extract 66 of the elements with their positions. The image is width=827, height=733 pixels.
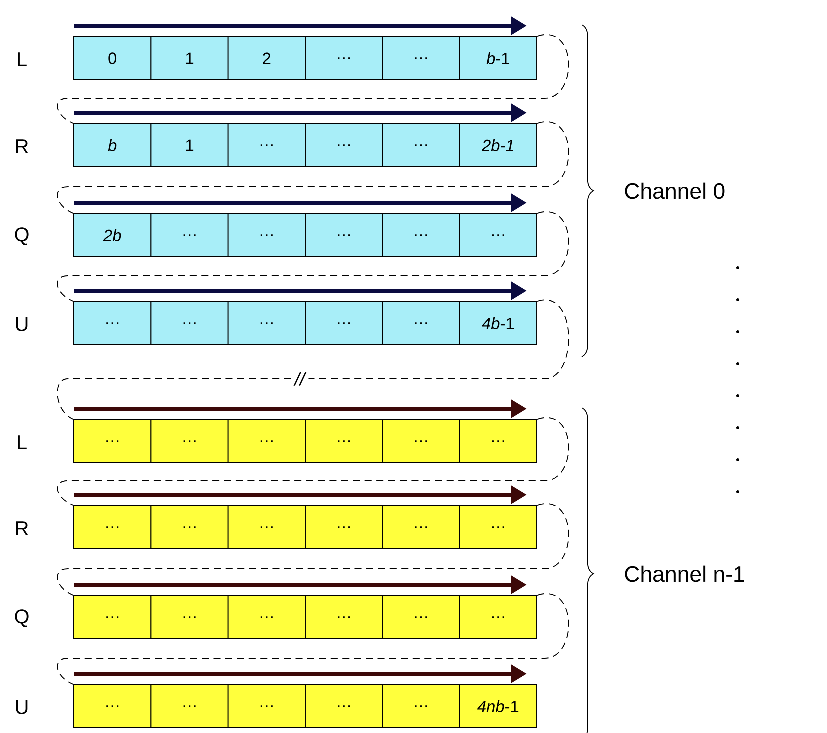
memory-cell: … [150, 684, 229, 728]
memory-cell: … [305, 506, 384, 550]
memory-cell: … [382, 684, 460, 728]
memory-cell: … [305, 124, 384, 168]
memory-cell: … [382, 302, 460, 346]
memory-cell: … [305, 214, 384, 258]
memory-cell: … [305, 684, 384, 728]
row-label: Q [15, 228, 29, 246]
memory-cell: … [150, 506, 229, 550]
memory-cell: … [459, 506, 538, 550]
memory-cell: 4nb-1 [459, 684, 538, 728]
memory-cell: … [305, 302, 384, 346]
dashed-connector [57, 503, 570, 596]
memory-cell: 4b-1 [459, 302, 538, 346]
memory-cell: … [382, 596, 460, 640]
dashed-connector [57, 121, 570, 214]
memory-cell: … [150, 420, 229, 464]
memory-cell: 0 [74, 36, 152, 80]
memory-cell: … [150, 596, 229, 640]
memory-cell: … [228, 214, 306, 258]
memory-cell: … [305, 420, 384, 464]
memory-cell: … [74, 302, 152, 346]
dashed-connector [57, 34, 570, 124]
memory-cell: … [382, 506, 460, 550]
memory-cell: … [228, 596, 306, 640]
memory-cell: … [74, 420, 152, 464]
row-label: U [16, 318, 28, 332]
memory-cell: … [382, 124, 460, 168]
memory-cell: … [228, 124, 306, 168]
memory-cell: … [228, 302, 306, 346]
dashed-connector [57, 211, 570, 302]
memory-cell: … [305, 36, 384, 80]
row-label: R [16, 140, 28, 154]
row-label: L [18, 436, 27, 450]
memory-cell: b [74, 124, 152, 168]
memory-cell: b-1 [459, 36, 538, 80]
memory-cell: … [305, 596, 384, 640]
dashed-connector [57, 593, 570, 685]
memory-cell: … [459, 596, 538, 640]
memory-cell: … [150, 302, 229, 346]
memory-cell: 2b [74, 214, 152, 258]
memory-cell: … [382, 420, 460, 464]
memory-cell: … [150, 214, 229, 258]
memory-cell: … [459, 214, 538, 258]
memory-cell: … [382, 36, 460, 80]
memory-cell: … [74, 596, 152, 640]
memory-cell: 2b-1 [459, 124, 538, 168]
row-label: L [18, 52, 27, 66]
row-label: Q [15, 610, 29, 628]
edge-label: // [291, 368, 309, 390]
memory-cell: … [228, 420, 306, 464]
row-label: U [16, 700, 28, 714]
memory-cell: 1 [150, 124, 229, 168]
memory-cell: … [74, 684, 152, 728]
memory-cell: … [459, 420, 538, 464]
memory-cell: 1 [150, 36, 229, 80]
memory-cell: … [382, 214, 460, 258]
channel-label: Channel n-1 [625, 566, 744, 582]
memory-cell: 2 [228, 36, 306, 80]
channel-label: Channel 0 [625, 182, 725, 200]
memory-cell: … [228, 506, 306, 550]
dashed-connector [57, 300, 570, 420]
row-label: R [16, 522, 28, 536]
memory-cell: … [228, 684, 306, 728]
dashed-connector [57, 417, 570, 506]
memory-cell: … [74, 506, 152, 550]
